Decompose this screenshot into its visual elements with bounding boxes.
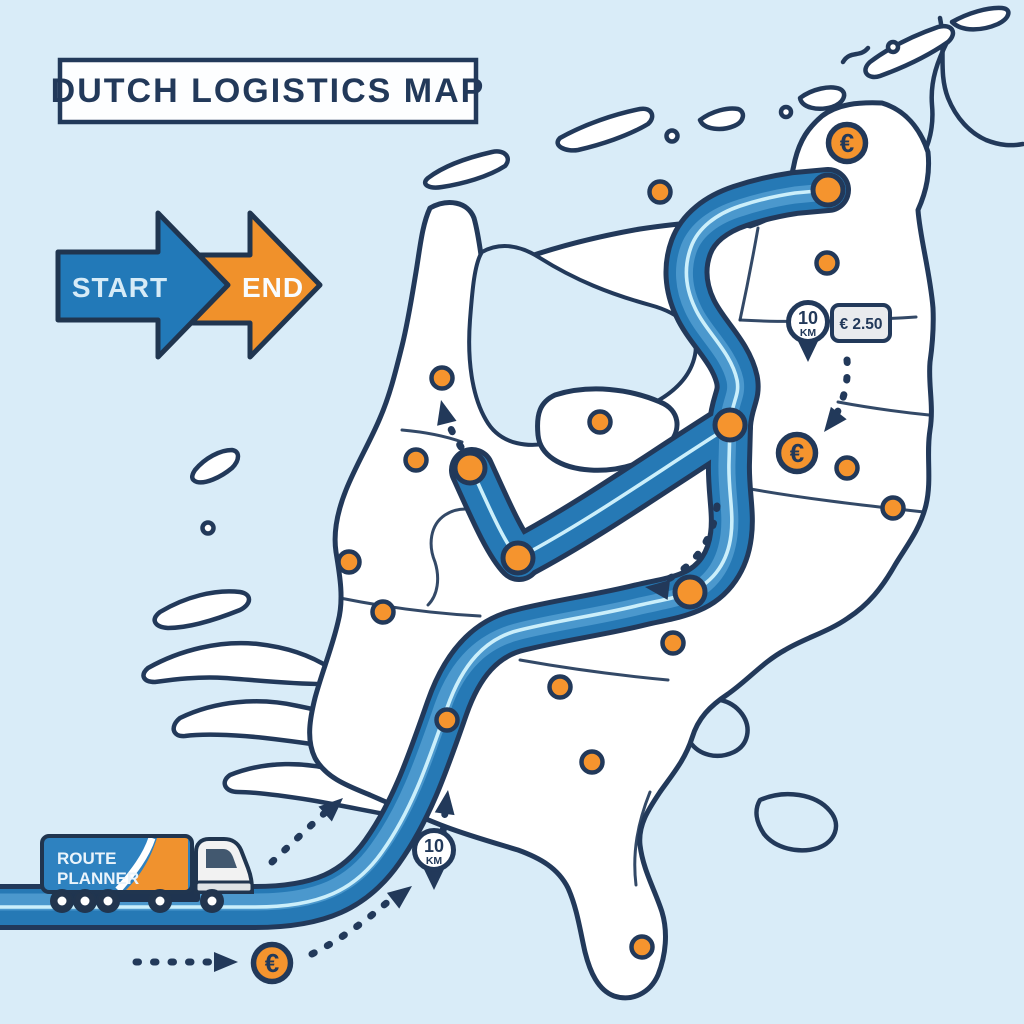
- legend-end-label: END: [242, 272, 304, 303]
- city-dot: [429, 365, 455, 391]
- pin-circle: [412, 828, 456, 872]
- truck-window: [206, 849, 237, 868]
- city-dot: [336, 549, 362, 575]
- truck-label-line2: PLANNER: [57, 869, 139, 888]
- city-dot: [814, 250, 840, 276]
- city-dot: [880, 495, 906, 521]
- truck-label-line1: ROUTE: [57, 849, 117, 868]
- pin-circle: [786, 300, 830, 344]
- city-dot: [403, 447, 429, 473]
- pin-distance-unit: KM: [426, 855, 443, 867]
- pin-distance-value: 10: [798, 308, 818, 328]
- euro-symbol: €: [840, 128, 854, 158]
- arrowhead-icon: [437, 400, 457, 426]
- route-node-dot: [500, 540, 536, 576]
- euro-coin-icon: €: [775, 431, 819, 475]
- route-node-dot: [810, 172, 846, 208]
- truck-trailer-stripe: [115, 836, 156, 893]
- route-legend: START END: [55, 210, 323, 360]
- truck-trailer-swoosh: [126, 838, 188, 890]
- route-road: [0, 167, 851, 930]
- route-node-dot: [672, 574, 708, 610]
- legend-start-label: START: [72, 272, 168, 303]
- city-dot: [547, 674, 573, 700]
- arrowhead-icon: [645, 579, 671, 600]
- euro-symbol: €: [265, 948, 279, 978]
- pin-distance-value: 10: [424, 836, 444, 856]
- arrowhead-icon: [318, 798, 343, 822]
- dashed-arrow: [437, 400, 465, 451]
- wadden-islands: [190, 5, 1011, 536]
- city-dot: [587, 409, 613, 435]
- city-dot: [647, 179, 673, 205]
- euro-coin-icon: €: [825, 121, 869, 165]
- city-dot: [579, 749, 605, 775]
- euro-coins-layer: € € €: [250, 121, 869, 985]
- title-box: [57, 57, 479, 125]
- map-title: DUTCH LOGISTICS MAP: [51, 57, 486, 125]
- dashed-arrow: [132, 952, 238, 972]
- truck-bumper: [194, 880, 254, 894]
- dashed-arrow: [645, 502, 721, 600]
- truck-wheels: [50, 889, 224, 913]
- foreign-coastlines: [681, 15, 1024, 853]
- city-dots-layer: [336, 179, 906, 960]
- dashed-arrows: [132, 356, 851, 972]
- arrowhead-icon: [214, 952, 238, 972]
- city-dot: [834, 455, 860, 481]
- dashed-arrow: [824, 356, 851, 432]
- dashed-arrow: [268, 798, 343, 866]
- city-dot: [434, 707, 460, 733]
- route-node-dot: [452, 450, 488, 486]
- city-dot: [629, 934, 655, 960]
- page-title: DUTCH LOGISTICS MAP: [51, 72, 486, 110]
- dashed-arrow: [308, 886, 412, 958]
- euro-symbol: €: [790, 438, 804, 468]
- city-dot: [370, 599, 396, 625]
- arrowhead-icon: [824, 406, 847, 432]
- dashed-arrow: [434, 790, 455, 836]
- route-nodes-layer: [452, 172, 846, 610]
- toll-price-tag: [830, 303, 892, 343]
- route-planner-truck: ROUTE PLANNER: [40, 834, 255, 913]
- pin-distance-unit: KM: [800, 327, 817, 339]
- route-node-dot: [712, 407, 748, 443]
- legend-start-arrow: [55, 210, 231, 360]
- route-surface: [0, 172, 846, 925]
- euro-coin-icon: €: [250, 941, 294, 985]
- toll-price-label: € 2.50: [839, 316, 882, 333]
- city-dot: [660, 630, 686, 656]
- arrowhead-icon: [386, 886, 412, 909]
- arrowhead-icon: [434, 790, 455, 816]
